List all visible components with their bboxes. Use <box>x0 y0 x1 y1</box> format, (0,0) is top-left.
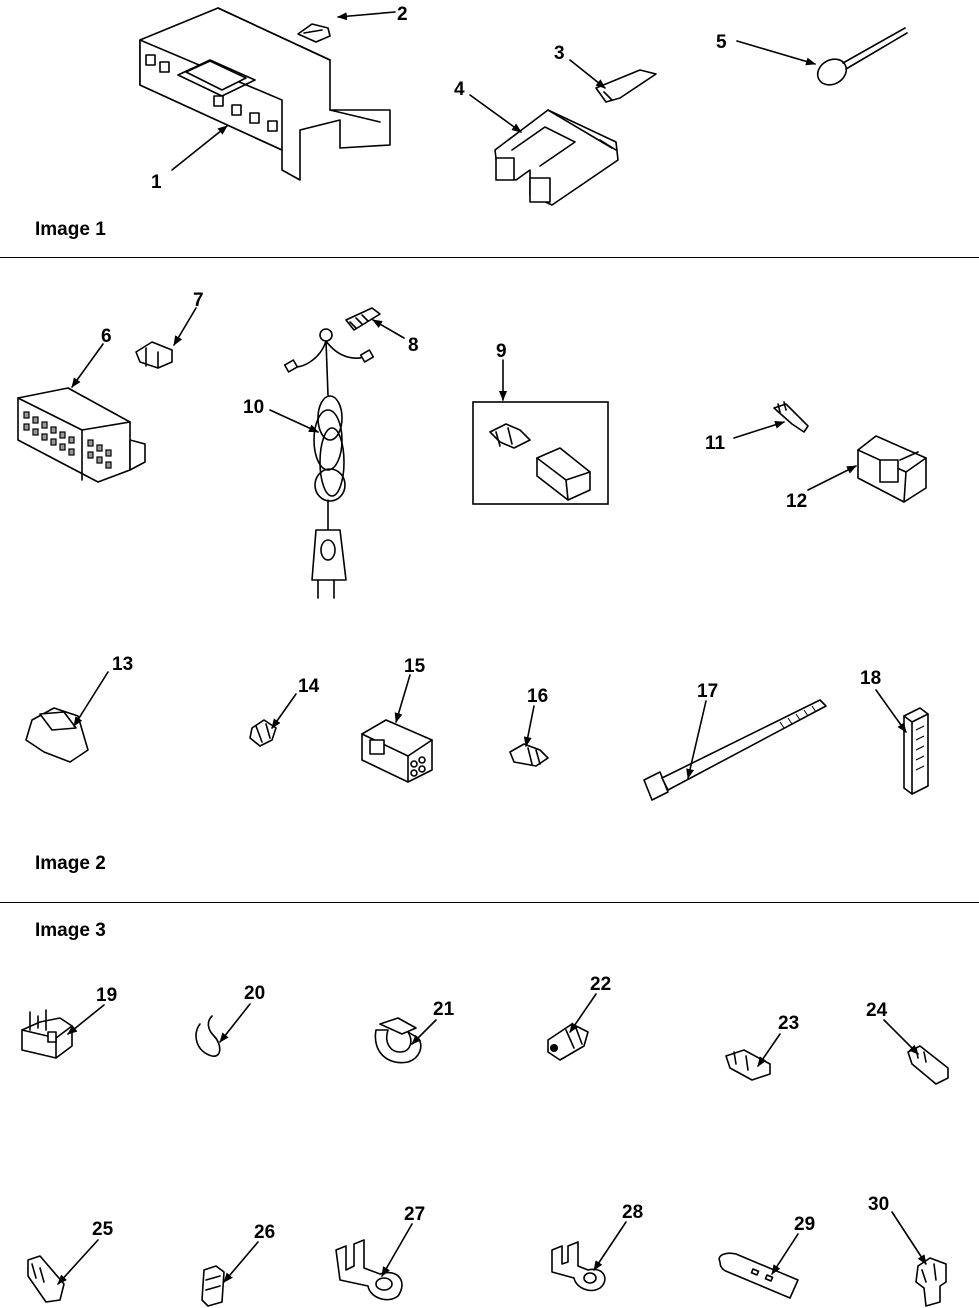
callout-number-20: 20 <box>244 983 265 1004</box>
part-9-terminal-kit <box>472 401 609 505</box>
callout-4: 4 <box>454 79 522 133</box>
part-28-ring-terminal <box>551 1241 606 1292</box>
callout-14: 14 <box>271 676 320 729</box>
section-label-image-2: Image 2 <box>35 853 106 874</box>
callout-21: 21 <box>411 999 455 1045</box>
callout-11: 11 <box>705 420 785 454</box>
callout-number-18: 18 <box>860 668 881 689</box>
callout-9: 9 <box>496 341 507 401</box>
callout-number-22: 22 <box>590 974 611 995</box>
callout-24: 24 <box>866 1000 919 1055</box>
callout-number-11: 11 <box>705 433 726 454</box>
part-11-terminal <box>773 401 809 433</box>
part-25-terminal <box>27 1255 65 1303</box>
part-24-terminal <box>907 1045 949 1085</box>
part-18-clip-strip <box>903 707 929 795</box>
part-23-terminal <box>725 1049 771 1081</box>
part-29-flat-terminal <box>718 1252 799 1299</box>
callout-19: 19 <box>67 985 117 1035</box>
part-16-terminal-pin <box>509 743 549 767</box>
callout-27: 27 <box>381 1204 425 1277</box>
callout-number-15: 15 <box>404 656 426 677</box>
section-divider-2 <box>0 902 979 903</box>
part-4-housing <box>494 109 619 206</box>
callout-1: 1 <box>151 125 228 193</box>
callout-number-10: 10 <box>243 397 264 418</box>
callout-13: 13 <box>73 654 133 727</box>
part-20-wire-loop <box>195 1015 221 1057</box>
part-22-terminal <box>547 1023 589 1061</box>
callout-number-8: 8 <box>408 335 419 356</box>
callout-26: 26 <box>223 1222 275 1283</box>
callout-number-14: 14 <box>298 676 320 697</box>
callout-2: 2 <box>337 4 408 25</box>
part-10-power-cord <box>283 328 375 599</box>
callout-number-27: 27 <box>404 1204 425 1225</box>
part-6-multipin-connector <box>17 387 146 483</box>
callout-17: 17 <box>686 681 718 779</box>
callout-number-24: 24 <box>866 1000 888 1021</box>
callout-number-29: 29 <box>794 1214 815 1235</box>
part-3-terminal <box>595 69 657 103</box>
callout-28: 28 <box>593 1202 643 1271</box>
part-2-terminal <box>297 23 331 43</box>
callout-29: 29 <box>771 1214 815 1275</box>
callout-number-1: 1 <box>151 172 162 193</box>
part-15-6pin-connector <box>361 719 433 783</box>
part-12-housing <box>857 435 927 503</box>
callout-number-30: 30 <box>868 1194 889 1215</box>
part-13-push-clip <box>25 707 89 763</box>
callout-6: 6 <box>71 326 112 388</box>
part-27-ring-terminal <box>335 1239 403 1301</box>
callout-25: 25 <box>57 1219 114 1285</box>
callout-16: 16 <box>523 686 548 747</box>
callout-23: 23 <box>757 1013 799 1067</box>
callout-20: 20 <box>219 983 265 1043</box>
callout-number-3: 3 <box>554 43 565 64</box>
callout-number-26: 26 <box>254 1222 275 1243</box>
callout-number-16: 16 <box>527 686 548 707</box>
callout-number-28: 28 <box>622 1202 643 1223</box>
part-26-terminal <box>201 1265 225 1307</box>
section-label-image-3: Image 3 <box>35 920 106 941</box>
part-14-clip <box>249 719 277 747</box>
part-30-terminal <box>915 1257 947 1307</box>
part-5-sensor-probe <box>816 27 908 86</box>
callout-3: 3 <box>554 43 606 89</box>
part-21-cable-clamp <box>374 1017 422 1064</box>
part-8-wire-nut <box>345 307 381 331</box>
callout-number-7: 7 <box>193 290 204 311</box>
part-1-connector-block <box>139 7 391 181</box>
callout-18: 18 <box>860 668 907 733</box>
callout-number-19: 19 <box>96 985 117 1006</box>
callout-12: 12 <box>786 465 857 512</box>
part-7-clip <box>135 341 173 369</box>
part-17-cable-tie <box>643 699 827 801</box>
callout-number-5: 5 <box>716 32 727 53</box>
callout-number-6: 6 <box>101 326 112 347</box>
callout-7: 7 <box>173 290 204 346</box>
callout-5: 5 <box>716 32 816 66</box>
callout-22: 22 <box>569 974 611 1033</box>
callout-number-21: 21 <box>433 999 455 1020</box>
section-label-image-1: Image 1 <box>35 219 106 240</box>
callout-number-2: 2 <box>397 4 408 25</box>
callout-number-23: 23 <box>778 1013 799 1034</box>
section-divider-1 <box>0 257 979 258</box>
callout-number-17: 17 <box>697 681 718 702</box>
callout-number-9: 9 <box>496 341 507 362</box>
callout-number-25: 25 <box>92 1219 114 1240</box>
callout-number-4: 4 <box>454 79 465 100</box>
callout-30: 30 <box>868 1194 927 1265</box>
callout-15: 15 <box>394 656 426 723</box>
callout-number-13: 13 <box>112 654 133 675</box>
part-19-bracket-clip <box>21 1009 73 1059</box>
callout-number-12: 12 <box>786 491 807 512</box>
callout-8: 8 <box>372 319 419 356</box>
callout-10: 10 <box>243 397 319 433</box>
